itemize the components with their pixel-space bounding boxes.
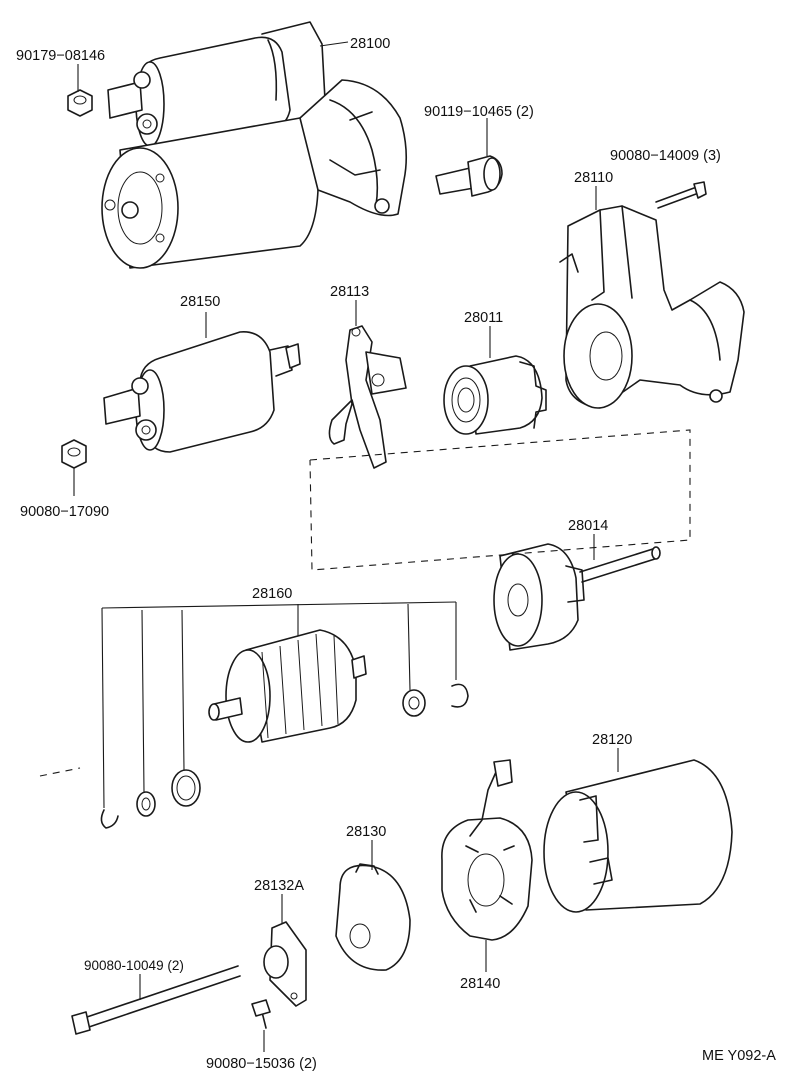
nut-90179-08146-drawing xyxy=(67,89,93,117)
label-90080-15036: 90080−15036 (2) xyxy=(206,1056,317,1072)
label-28150: 28150 xyxy=(180,294,220,310)
bolt-90119-10465-drawing xyxy=(435,155,503,197)
armature-28160-drawing xyxy=(208,629,367,743)
label-28113: 28113 xyxy=(330,284,369,300)
washers-clips-drawing xyxy=(100,683,469,829)
label-28011: 28011 xyxy=(464,310,503,326)
yoke-28120-drawing xyxy=(543,759,733,913)
figure-code: ME Y092-A xyxy=(702,1048,776,1064)
assembly-outline-lower xyxy=(39,767,81,777)
lever-28113-drawing xyxy=(328,325,407,469)
solenoid-28150-drawing xyxy=(103,331,301,453)
label-28160: 28160 xyxy=(252,586,292,602)
brush-holder-28140-drawing xyxy=(441,759,533,941)
nut-90080-17090-drawing xyxy=(61,439,87,469)
label-90119-10465: 90119−10465 (2) xyxy=(424,104,534,120)
label-28120: 28120 xyxy=(592,732,632,748)
screw-90080-15036-drawing xyxy=(251,999,271,1029)
part-labels: 28100 90179−08146 90119−10465 (2) 90080−… xyxy=(16,36,776,1072)
planetary-shaft-28014-drawing xyxy=(493,543,661,651)
leader-lines xyxy=(73,41,619,1052)
label-90080-14009: 90080−14009 (3) xyxy=(610,148,721,164)
bolt-90080-14009-drawing xyxy=(655,181,707,209)
label-28130: 28130 xyxy=(346,824,386,840)
cover-28132a-drawing xyxy=(263,921,307,1007)
starter-clutch-28011-drawing xyxy=(443,355,547,435)
label-28140: 28140 xyxy=(460,976,500,992)
drive-housing-28110-drawing xyxy=(559,205,745,409)
label-28110: 28110 xyxy=(574,170,613,186)
starter-assembly-drawing xyxy=(101,21,408,269)
bolt-90080-10049-drawing xyxy=(71,965,241,1035)
end-frame-28130-drawing xyxy=(335,863,411,971)
label-28100: 28100 xyxy=(350,36,390,52)
label-90179-08146: 90179−08146 xyxy=(16,48,105,64)
label-28132A: 28132A xyxy=(254,878,304,894)
label-28014: 28014 xyxy=(568,518,608,534)
label-90080-10049: 90080-10049 (2) xyxy=(84,958,184,973)
label-90080-17090: 90080−17090 xyxy=(20,504,109,520)
